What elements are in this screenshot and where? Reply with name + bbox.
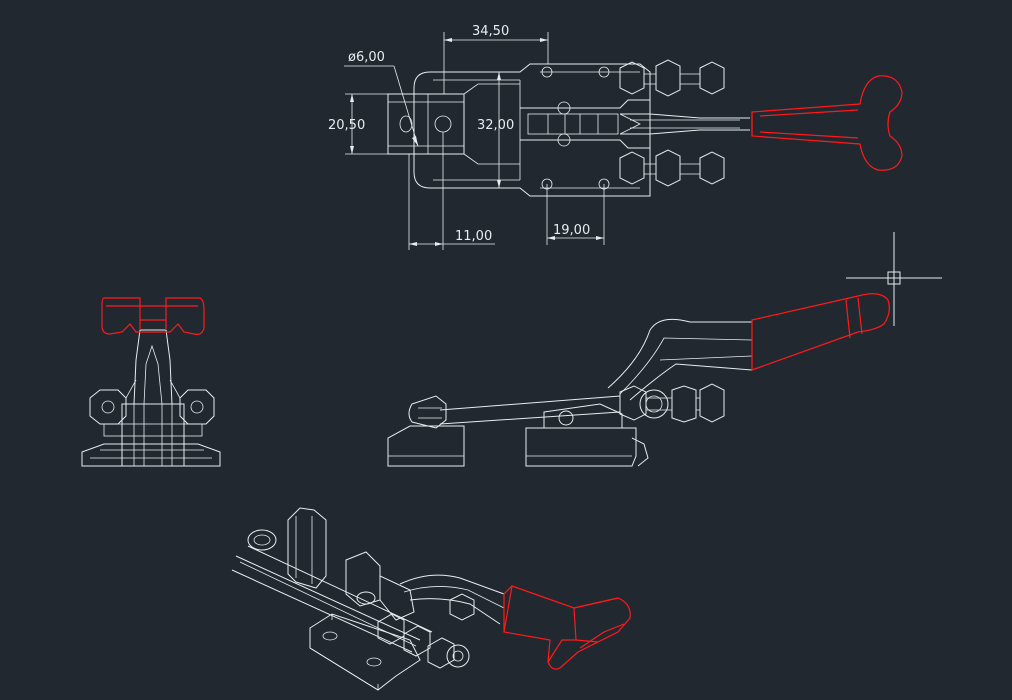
front-view-handle-grip (101, 297, 205, 335)
side-view-handle-grip (751, 293, 890, 371)
dimension-34-50: 34,50 (472, 24, 509, 39)
top-view-base-plate (413, 63, 651, 197)
isometric-view-handle-grip (503, 585, 631, 670)
dimension-11-00: 11,00 (455, 229, 492, 244)
side-view (387, 232, 942, 467)
isometric-view (231, 507, 631, 691)
top-view (387, 59, 903, 197)
dimension-32-00: 32,00 (477, 118, 514, 133)
dimension-19-00: 19,00 (553, 223, 590, 238)
latch-block (387, 93, 465, 155)
dimensions: 34,50 ø6,00 20,50 32,00 11,00 19,00 (328, 24, 605, 250)
crosshair-icon (846, 232, 942, 326)
top-nuts (619, 59, 725, 97)
dimension-diameter-6: ø6,00 (348, 50, 385, 65)
front-view (81, 297, 221, 467)
top-view-handle-grip (751, 75, 903, 171)
bottom-nuts (619, 149, 725, 187)
dimension-20-50: 20,50 (328, 118, 365, 133)
